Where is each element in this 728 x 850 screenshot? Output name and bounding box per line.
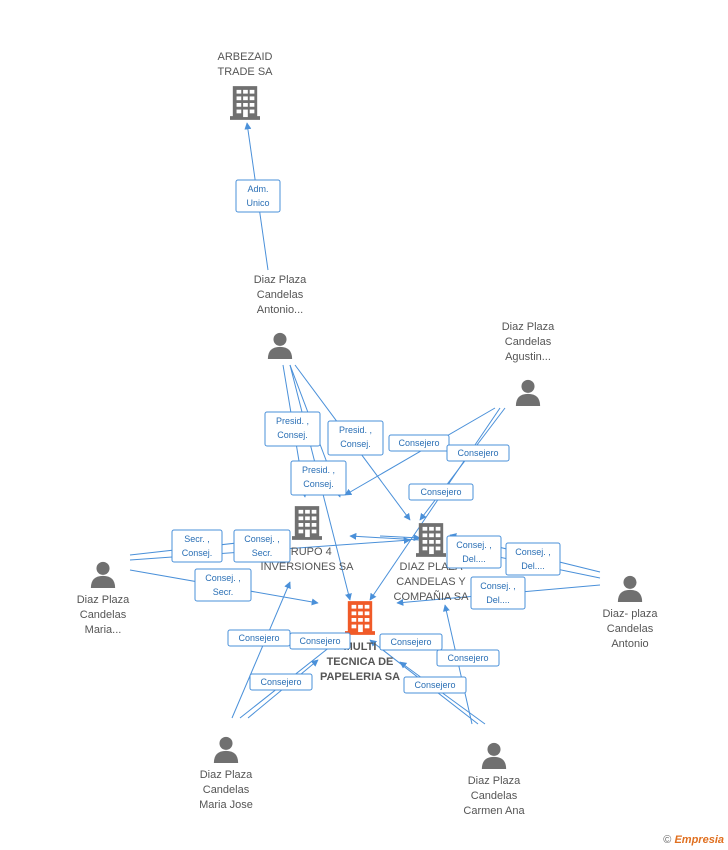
edge-line bbox=[379, 534, 421, 542]
edge-label-box[interactable]: Presid. ,Consej. bbox=[327, 420, 384, 456]
edge-label-text: Adm.Unico bbox=[246, 184, 269, 208]
edge-label-box[interactable]: Consej. ,Secr. bbox=[194, 568, 252, 602]
edge-line bbox=[349, 532, 421, 541]
person-icon[interactable] bbox=[90, 561, 116, 588]
edge-label-text: Consejero bbox=[447, 653, 488, 663]
edge-label-box[interactable]: Secr. ,Consej. bbox=[171, 529, 223, 563]
edge-label-text: Presid. ,Consej. bbox=[339, 425, 372, 449]
edge-label-text: Presid. ,Consej. bbox=[276, 416, 309, 440]
building-icon[interactable] bbox=[230, 86, 260, 120]
edge-label-box[interactable]: Consejero bbox=[388, 434, 450, 452]
building-icon[interactable] bbox=[345, 601, 375, 635]
brand-logo: Empresia bbox=[674, 834, 724, 846]
edge-label-text: Consej. ,Del.... bbox=[456, 540, 492, 564]
edge-label-text: Presid. ,Consej. bbox=[302, 465, 335, 489]
edge-label-box[interactable]: Consejero bbox=[249, 673, 313, 691]
edge-label-text: Consej. ,Del.... bbox=[480, 581, 516, 605]
edge-label-text: Consejero bbox=[260, 677, 301, 687]
edge-line bbox=[369, 407, 501, 601]
edge-label-text: Consej. ,Secr. bbox=[244, 534, 280, 558]
edge-label-text: Consejero bbox=[238, 633, 279, 643]
edge-label-text: Consej. ,Secr. bbox=[205, 573, 241, 597]
edge-label-box[interactable]: Consejero bbox=[446, 444, 510, 462]
edge-label-box[interactable]: Consejero bbox=[403, 676, 467, 694]
edge-label-box[interactable]: Presid. ,Consej. bbox=[290, 460, 347, 496]
edge-label-box[interactable]: Consejero bbox=[436, 649, 500, 667]
person-icon[interactable] bbox=[213, 736, 239, 763]
building-icon[interactable] bbox=[416, 523, 446, 557]
edge-label-box[interactable]: Consej. ,Del.... bbox=[505, 542, 561, 576]
edge-line bbox=[419, 407, 506, 521]
person-icon[interactable] bbox=[481, 742, 507, 769]
footer-brand[interactable]: © Empresia bbox=[663, 834, 724, 846]
edge-label-box[interactable]: Presid. ,Consej. bbox=[264, 411, 321, 447]
person-icon[interactable] bbox=[515, 379, 541, 406]
edge-label-box[interactable]: Consejero bbox=[227, 629, 291, 647]
edge-label-box[interactable]: Consej. ,Secr. bbox=[233, 529, 291, 563]
building-icon[interactable] bbox=[292, 506, 322, 540]
edge-label-text: Consejero bbox=[390, 637, 431, 647]
edge-label-text: Consejero bbox=[457, 448, 498, 458]
edge-label-text: Secr. ,Consej. bbox=[182, 534, 213, 558]
edge-label-box[interactable]: Adm.Unico bbox=[235, 179, 281, 213]
edge-label-box[interactable]: Consej. ,Del.... bbox=[446, 535, 502, 569]
edge-label-box[interactable]: Consejero bbox=[379, 633, 443, 651]
edge-line bbox=[231, 581, 291, 719]
edge-label-text: Consejero bbox=[299, 636, 340, 646]
edge-label-text: Consej. ,Del.... bbox=[515, 547, 551, 571]
edge-label-box[interactable]: Consejero bbox=[408, 483, 474, 501]
edge-label-box[interactable]: Consejero bbox=[289, 632, 351, 650]
person-icon[interactable] bbox=[617, 575, 643, 602]
edge-label-text: Consejero bbox=[414, 680, 455, 690]
person-icon[interactable] bbox=[267, 332, 293, 359]
edge-label-text: Consejero bbox=[398, 438, 439, 448]
copyright-icon: © bbox=[663, 834, 672, 846]
edge-label-text: Consejero bbox=[420, 487, 461, 497]
edge-label-box[interactable]: Consej. ,Del.... bbox=[470, 576, 526, 610]
